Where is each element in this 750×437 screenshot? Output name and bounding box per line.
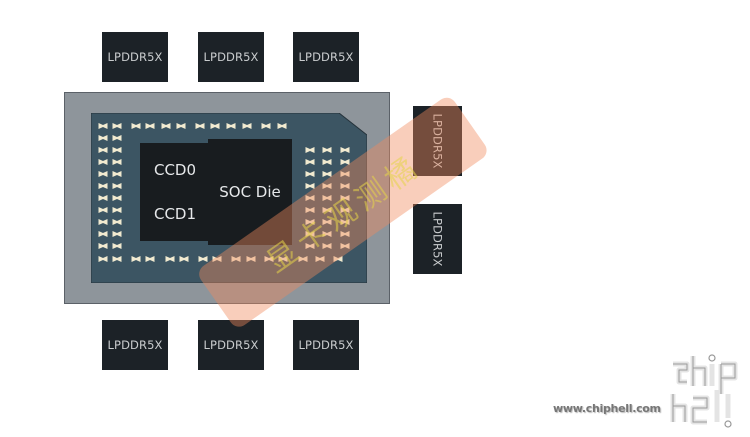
memory-label: LPDDR5X (430, 113, 445, 169)
memory-label: LPDDR5X (107, 50, 163, 64)
ccd1-label: CCD1 (153, 205, 197, 223)
soc-die: SOC Die (208, 139, 292, 245)
lpddr5x-bottom-3: LPDDR5X (293, 320, 359, 370)
lpddr5x-bottom-2: LPDDR5X (198, 320, 264, 370)
lpddr5x-top-3: LPDDR5X (293, 32, 359, 82)
memory-label: LPDDR5X (298, 50, 354, 64)
site-url: www.chiphell.com (553, 402, 661, 415)
memory-label: LPDDR5X (203, 338, 259, 352)
lpddr5x-bottom-1: LPDDR5X (102, 320, 168, 370)
ccd0-label: CCD0 (153, 161, 197, 179)
lpddr5x-right-1: LPDDR5X (413, 106, 462, 176)
lpddr5x-top-2: LPDDR5X (198, 32, 264, 82)
ccd-block: CCD0 CCD1 (140, 143, 210, 241)
memory-label: LPDDR5X (430, 211, 445, 267)
memory-label: LPDDR5X (203, 50, 259, 64)
soc-die-label: SOC Die (219, 183, 281, 201)
lpddr5x-right-2: LPDDR5X (413, 204, 462, 274)
lpddr5x-top-1: LPDDR5X (102, 32, 168, 82)
memory-label: LPDDR5X (298, 338, 354, 352)
memory-label: LPDDR5X (107, 338, 163, 352)
chiphell-logo: www.chiphell.com (553, 350, 743, 430)
chiphell-logo-mark (670, 354, 738, 428)
